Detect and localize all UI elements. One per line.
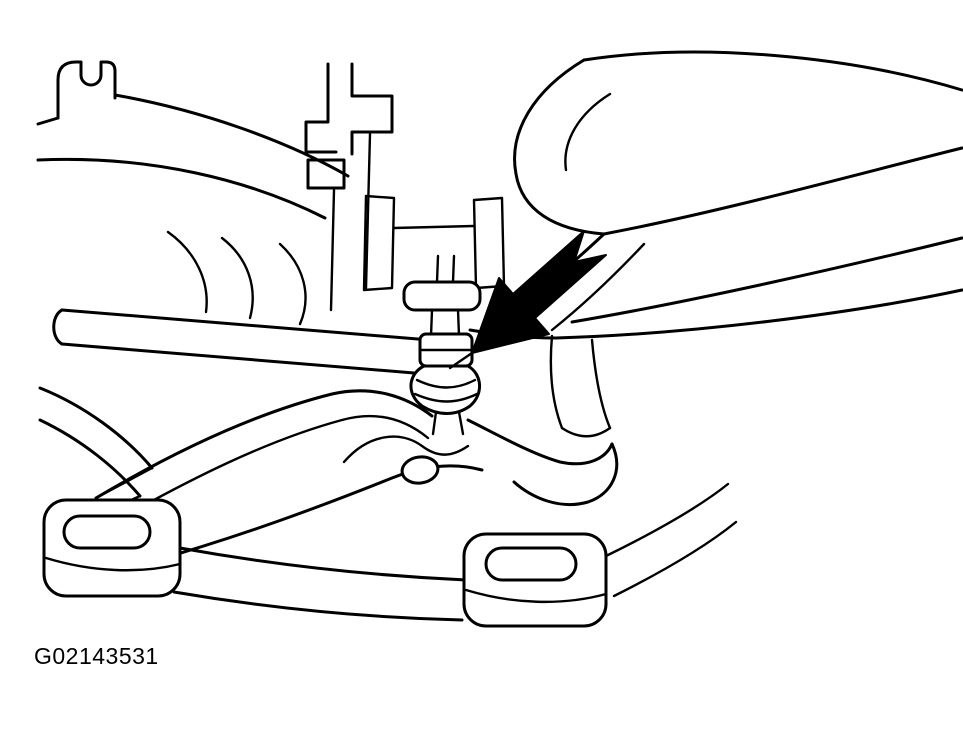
control-arm-hole	[400, 455, 440, 485]
left-foot-slot	[62, 514, 152, 550]
engine-bell-housing	[504, 50, 963, 332]
left-mount-foot	[42, 498, 182, 598]
link-top-cap	[402, 280, 482, 312]
knuckle	[549, 334, 612, 438]
frame-rail-upper-left	[36, 60, 350, 498]
mount-bracket	[362, 194, 506, 292]
right-foot-slot	[484, 546, 578, 582]
subframe-rails	[172, 482, 738, 622]
callout-arrow-icon	[471, 230, 607, 354]
stabilizer-link-assembly	[402, 280, 482, 436]
stabilizer-bar	[52, 308, 432, 376]
control-arm	[94, 389, 619, 564]
figure-id-label: G02143531	[34, 643, 159, 669]
link-boot	[409, 364, 481, 415]
callout-arrow	[448, 230, 607, 370]
frame-curves	[166, 230, 307, 326]
right-mount-foot	[462, 532, 608, 628]
bracket-cluster	[304, 62, 394, 312]
